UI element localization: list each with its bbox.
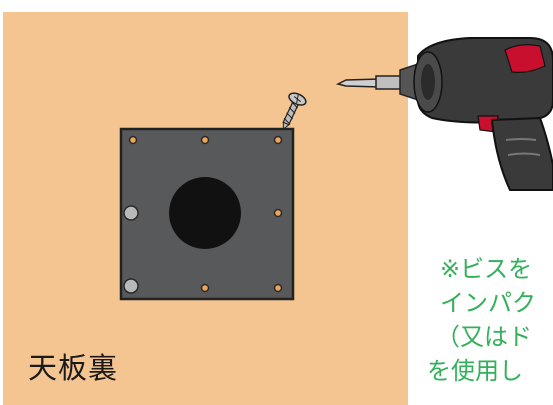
screw-hole: [200, 283, 210, 293]
screw-hole: [273, 283, 283, 293]
impact-driver-icon: [335, 37, 553, 191]
screw-icon: [282, 92, 307, 131]
installed-screw: [123, 278, 139, 294]
screw-hole: [273, 208, 283, 218]
note-line: （又はド: [436, 323, 532, 351]
note-line: を使用し: [427, 357, 523, 385]
screw-hole: [273, 135, 283, 145]
installed-screws: [123, 205, 139, 294]
panel-label: 天板裏: [28, 351, 119, 385]
screw-hole: [200, 135, 210, 145]
installed-screw: [123, 205, 139, 221]
mounting-plate: [119, 127, 295, 301]
screw-hole: [128, 135, 138, 145]
note-line: ※ビスを: [440, 255, 533, 283]
note-line: インパク: [440, 289, 536, 317]
screw-holes: [128, 135, 283, 293]
center-hole: [169, 177, 241, 249]
usage-note: ※ビスを インパク （又はド を使用し: [427, 252, 536, 388]
